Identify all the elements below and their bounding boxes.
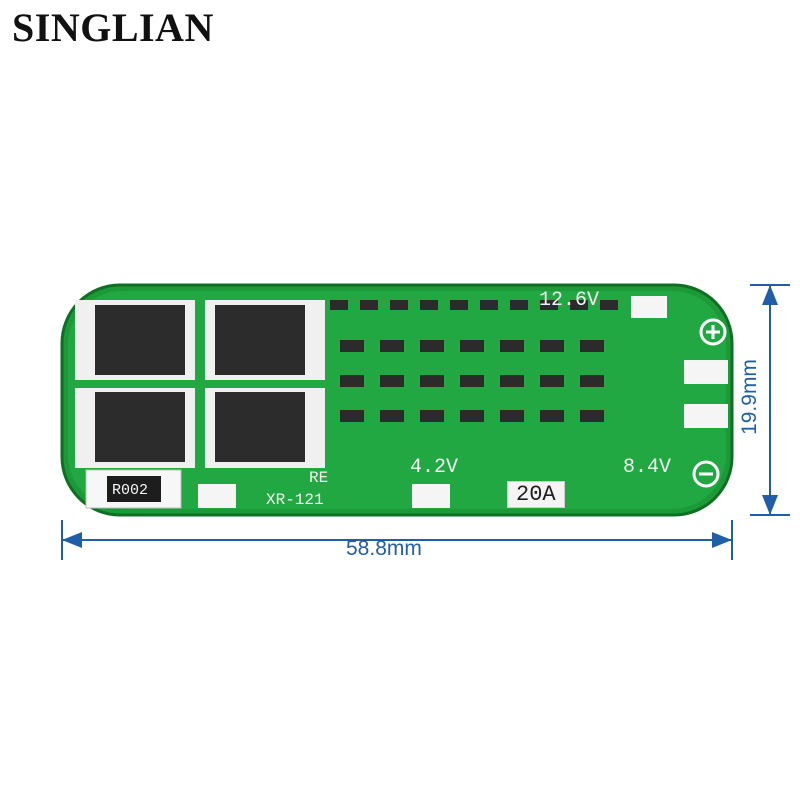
- brand-logo: SINGLIAN: [12, 5, 214, 50]
- component-grid: [330, 300, 618, 422]
- label-4-2v: 4.2V: [410, 456, 459, 479]
- label-re: RE: [309, 469, 329, 487]
- plus-mark: [699, 318, 727, 346]
- test-pad-mid: [412, 484, 450, 508]
- pad-b1: [684, 360, 728, 384]
- pad-b2: [684, 404, 728, 428]
- label-8-4v: 8.4V: [623, 456, 672, 479]
- pad-bplus: [631, 296, 667, 318]
- width-label: 58.8mm: [346, 537, 422, 560]
- test-pad-left: [198, 484, 236, 508]
- mosfet-group: [75, 300, 325, 468]
- label-12-6v: 12.6V: [539, 289, 600, 312]
- label-r002: R002: [112, 482, 149, 499]
- minus-mark: [692, 460, 720, 488]
- label-xr121: XR-121: [266, 491, 324, 509]
- height-label: 19.9mm: [737, 359, 761, 435]
- label-20a: 20A: [507, 481, 565, 508]
